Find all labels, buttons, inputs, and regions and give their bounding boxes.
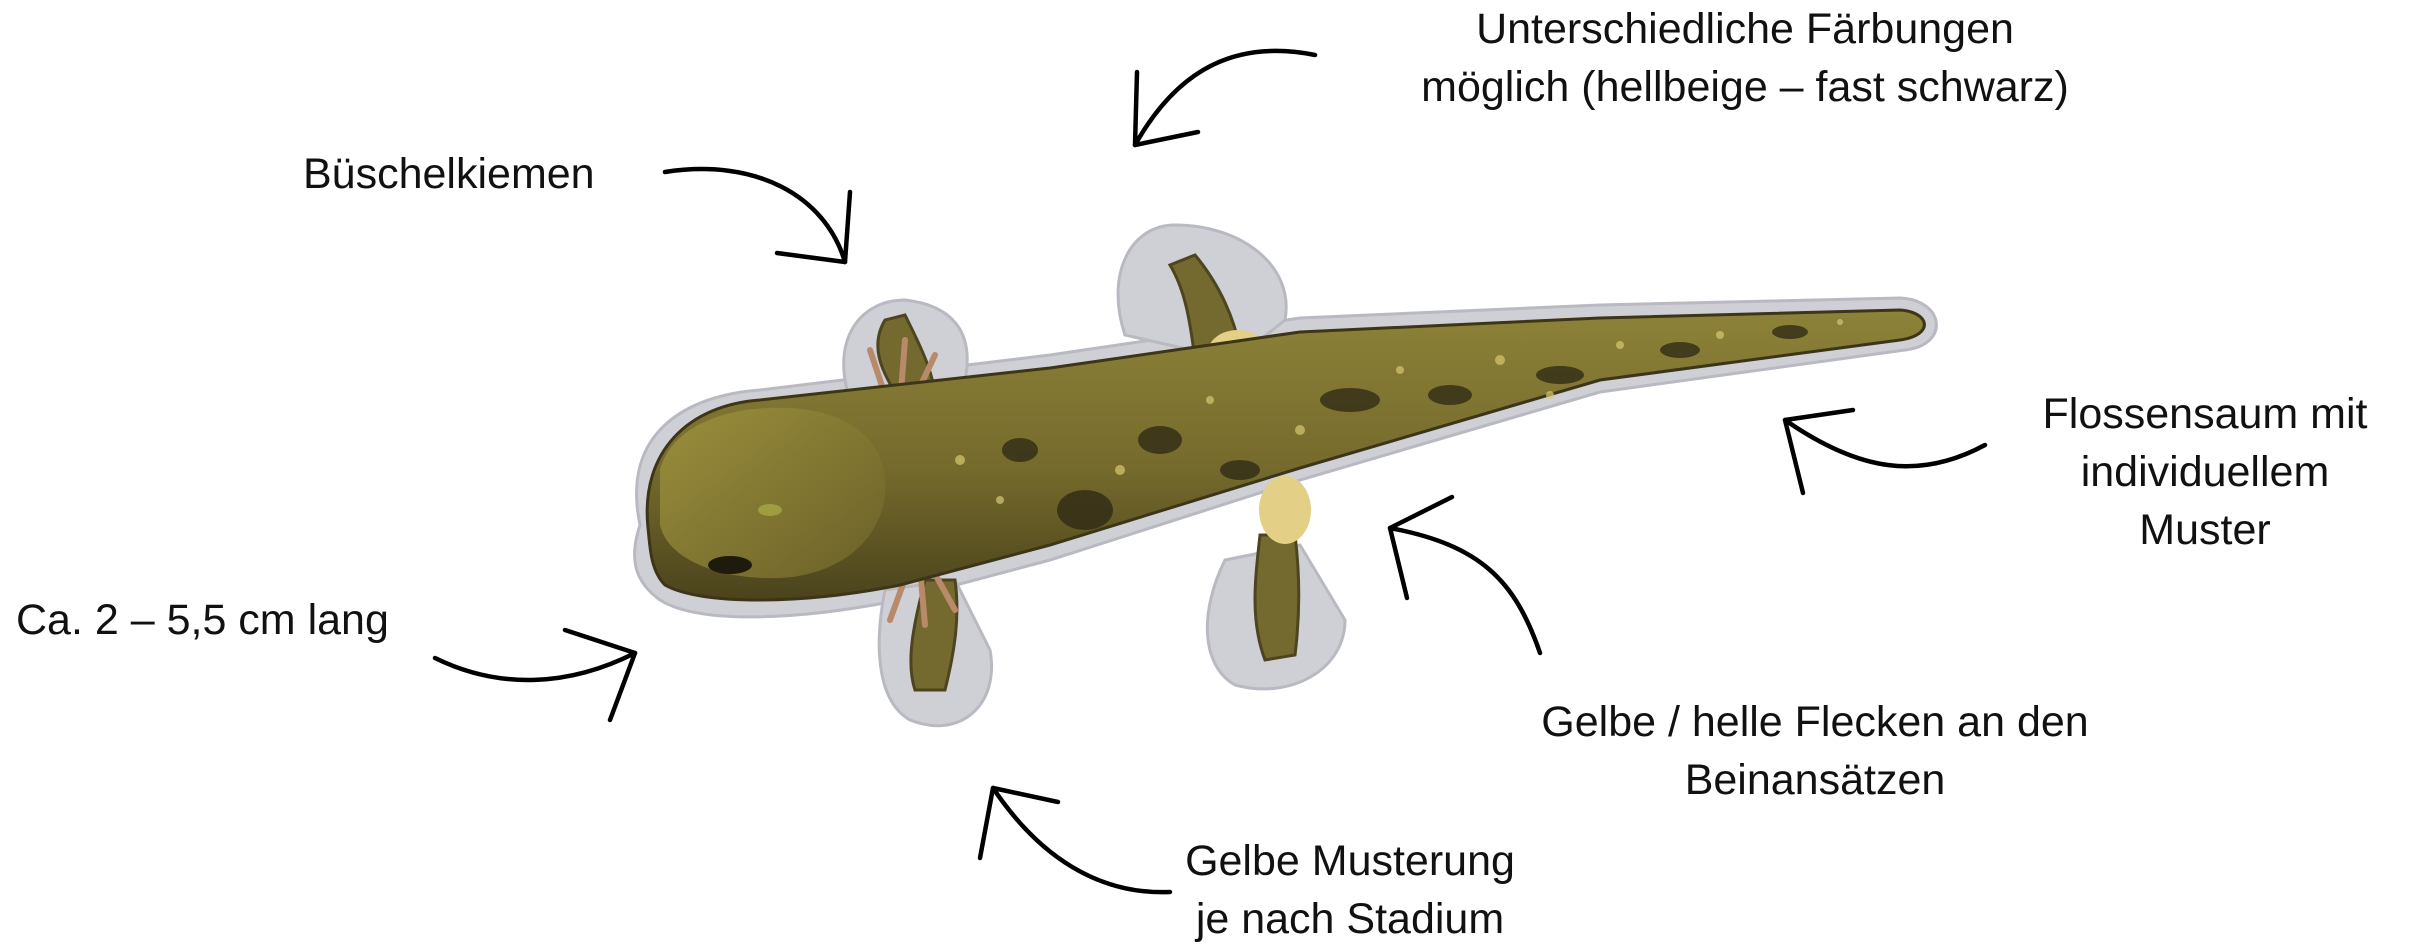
- label-laenge: Ca. 2 – 5,5 cm lang: [16, 591, 389, 649]
- label-flecken-line2: Beinansätzen: [1475, 751, 2155, 809]
- label-flossensaum-line2: individuellem: [2005, 443, 2405, 501]
- label-kiemen: Büschelkiemen: [303, 145, 595, 203]
- label-musterung-line1: Gelbe Musterung: [1140, 832, 1560, 890]
- arrow-laenge: [435, 630, 635, 720]
- arrow-flossensaum: [1785, 410, 1985, 493]
- label-flecken-line1: Gelbe / helle Flecken an den: [1475, 693, 2155, 751]
- arrow-flecken: [1390, 497, 1540, 653]
- larva-eye: [708, 556, 752, 574]
- label-flecken: Gelbe / helle Flecken an den Beinansätze…: [1475, 693, 2155, 809]
- label-flossensaum-line1: Flossensaum mit: [2005, 385, 2405, 443]
- label-faerbungen-line2: möglich (hellbeige – fast schwarz): [1325, 58, 2165, 116]
- arrow-faerbungen: [1135, 51, 1315, 145]
- label-faerbungen: Unterschiedliche Färbungen möglich (hell…: [1325, 0, 2165, 116]
- label-musterung-line2: je nach Stadium: [1140, 890, 1560, 948]
- label-musterung: Gelbe Musterung je nach Stadium: [1140, 832, 1560, 948]
- label-flossensaum-line3: Muster: [2005, 501, 2405, 559]
- larva-head: [660, 408, 886, 578]
- salamander-larva-image: [635, 225, 1937, 726]
- label-faerbungen-line1: Unterschiedliche Färbungen: [1325, 0, 2165, 58]
- arrow-kiemen: [665, 169, 850, 262]
- label-flossensaum: Flossensaum mit individuellem Muster: [2005, 385, 2405, 559]
